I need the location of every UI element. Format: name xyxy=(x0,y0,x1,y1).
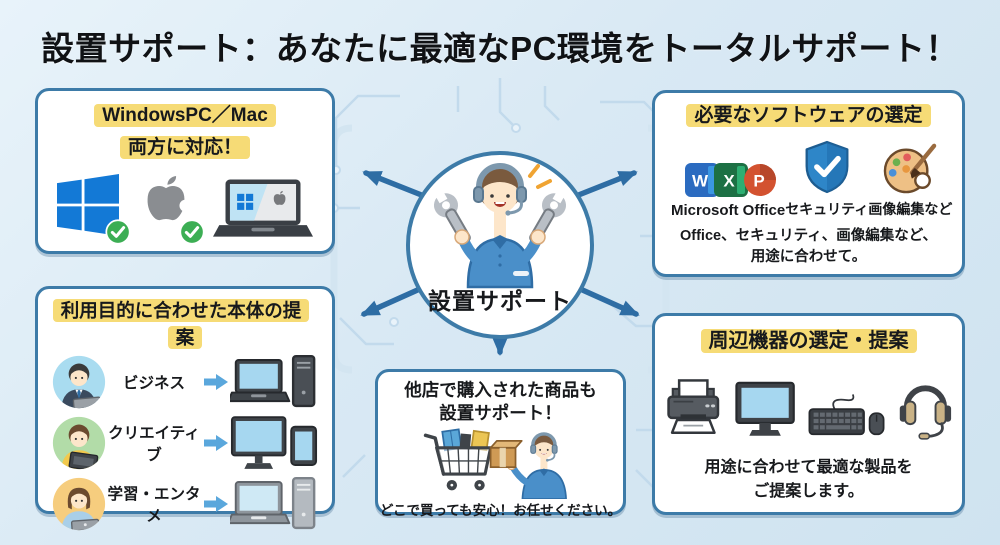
device-row-study: 学習・エンタメ xyxy=(50,474,320,535)
other-store-note: どこで買っても安心！お任せください。 xyxy=(379,502,622,518)
arrow-lower-left xyxy=(360,285,425,317)
image-edit-label: 画像編集など xyxy=(868,200,953,217)
office-icons: W X P xyxy=(684,162,776,197)
powerpoint-icon: P xyxy=(743,163,776,196)
os-title-line2: 両方に対応！ xyxy=(119,135,250,159)
box-device-proposal: 利用目的に合わせた本体の提案 ビジネス xyxy=(35,286,335,531)
laptop-dual-os-icon xyxy=(213,179,313,237)
office-column: W X P Microsoft Office xyxy=(671,162,786,219)
monitor-icon xyxy=(734,381,795,436)
support-agent-icon xyxy=(434,163,566,289)
svg-text:X: X xyxy=(723,171,735,190)
box-other-store: 他店で購入された商品も 設置サポート！ xyxy=(375,369,626,518)
os-title-line1: WindowsPC／Mac xyxy=(94,104,276,127)
svg-text:W: W xyxy=(692,171,709,190)
light-laptop-tower-icon xyxy=(230,477,316,530)
printer-icon xyxy=(667,379,720,434)
software-note: Office、セキュリティ、画像編集など、 用途に合わせて。 xyxy=(680,227,937,265)
right-arrow-icon xyxy=(204,435,228,452)
business-avatar xyxy=(52,356,106,409)
svg-text:P: P xyxy=(753,171,764,190)
center-hub: 設置サポート xyxy=(406,151,594,339)
check-icon xyxy=(179,219,205,245)
arrow-lower-right xyxy=(575,285,640,317)
security-label: セキュリティ xyxy=(785,200,869,217)
center-label: 設置サポート xyxy=(428,288,572,314)
peripherals-box-title: 周辺機器の選定・提案 xyxy=(665,327,952,356)
right-arrow-icon xyxy=(204,496,228,513)
excel-icon: X xyxy=(713,162,748,197)
box-peripherals: 周辺機器の選定・提案 xyxy=(652,313,965,515)
box-os-support: WindowsPC／Mac 両方に対応！ xyxy=(35,88,335,254)
software-box-title: 必要なソフトウェアの選定 xyxy=(667,102,950,130)
security-shield-icon xyxy=(805,140,849,193)
right-arrow-icon xyxy=(204,374,228,391)
arrow-upper-right xyxy=(573,170,638,199)
study-avatar xyxy=(52,478,106,531)
os-box-title: WindowsPC／Mac 両方に対応！ xyxy=(38,102,332,161)
laptop-tower-icon xyxy=(230,355,316,408)
creative-avatar xyxy=(52,417,106,470)
apple-logo-icon xyxy=(147,176,192,221)
keyboard-mouse-icon xyxy=(808,394,885,436)
check-icon xyxy=(105,219,131,245)
apple-logo-wrap xyxy=(139,174,205,245)
palette-icon xyxy=(884,143,937,193)
image-edit-column: 画像編集など xyxy=(868,142,952,219)
monitor-tablet-icon xyxy=(230,416,318,469)
headset-icon xyxy=(899,385,952,440)
office-label: Microsoft Office xyxy=(671,201,786,219)
windows-logo-wrap xyxy=(57,174,131,245)
page-title: 設置サポート：あなたに最適なPC環境をトータルサポート！ xyxy=(41,30,959,67)
device-row-business: ビジネス xyxy=(50,352,320,413)
cart-and-support-agent-icon xyxy=(423,427,567,499)
device-row-creative: クリエイティブ xyxy=(50,413,320,474)
other-store-title: 他店で購入された商品も 設置サポート！ xyxy=(404,380,597,423)
security-column: セキュリティ xyxy=(785,140,868,219)
arrow-upper-left xyxy=(362,170,427,199)
peripherals-note: 用途に合わせて最適な製品を ご提案します。 xyxy=(704,459,913,500)
box-software-selection: 必要なソフトウェアの選定 W X xyxy=(652,90,965,277)
device-box-title: 利用目的に合わせた本体の提案 xyxy=(50,298,320,352)
